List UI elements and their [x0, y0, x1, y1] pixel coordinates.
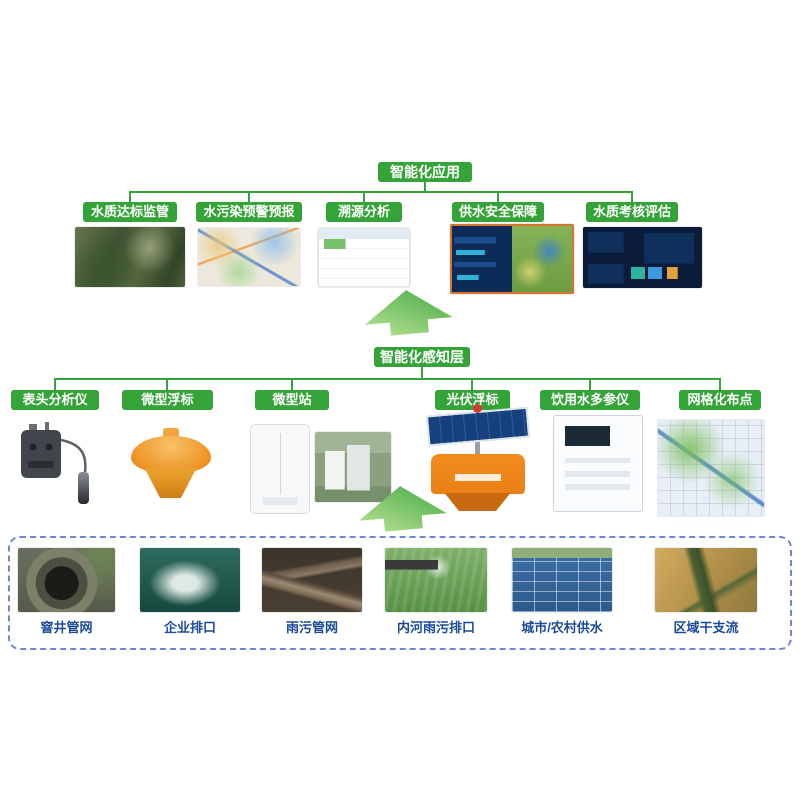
supply-dashboard-left-panel — [452, 226, 512, 292]
buoy-dome — [130, 436, 211, 474]
connector-line — [129, 191, 633, 193]
sense-item-label-micro-station: 微型站 — [255, 390, 329, 410]
buoy-float-body — [430, 454, 525, 494]
buoy-base — [144, 468, 197, 498]
sewage-pipes-photo — [262, 548, 362, 612]
connector-line — [248, 191, 250, 202]
sense-item-label-solar-buoy: 光伏浮标 — [435, 390, 510, 410]
up-arrow-icon — [364, 290, 453, 336]
connector-line — [471, 378, 473, 390]
application-layer-title: 智能化应用 — [378, 162, 472, 182]
up-arrow-icon — [358, 486, 447, 532]
scene-caption-river-basin: 区域干支流 — [673, 620, 739, 635]
buoy-cap — [162, 428, 179, 438]
scene-group-container — [8, 536, 792, 650]
wall-analyzer-device — [553, 415, 643, 512]
connector-line — [497, 191, 499, 202]
connector-line — [291, 378, 293, 390]
sense-item-label-drinking-water-analyzer: 饮用水多参仪 — [540, 390, 640, 410]
connector-line — [424, 182, 426, 191]
analyzer-slot — [564, 457, 630, 464]
analyzer-screen — [564, 425, 611, 447]
grid-map — [658, 420, 764, 516]
connector-line — [166, 378, 168, 390]
connector-line — [421, 367, 423, 378]
scene-caption-enterprise-outlet: 企业排口 — [163, 620, 216, 635]
sense-item-label-micro-buoy: 微型浮标 — [122, 390, 213, 410]
scene-caption-river-outlet: 内河雨污排口 — [396, 620, 475, 635]
scene-caption-manhole: 窨井管网 — [40, 620, 93, 635]
connector-line — [129, 191, 131, 202]
connector-line — [54, 378, 721, 380]
dark-dashboard-screenshot — [583, 227, 702, 288]
solar-buoy-device — [420, 404, 535, 511]
beacon-light — [473, 404, 482, 413]
supply-dashboard-screenshot — [450, 224, 574, 294]
micro-station-site-photo — [315, 432, 391, 502]
app-item-label-pollution-warning: 水污染预警预报 — [196, 202, 302, 222]
sense-item-label-grid-layout: 网格化布点 — [679, 390, 761, 410]
app-item-label-supply-safety: 供水安全保障 — [452, 202, 544, 222]
micro-buoy-device — [128, 428, 213, 498]
city-map-screenshot — [198, 228, 300, 286]
app-item-label-trace-analysis: 溯源分析 — [326, 202, 402, 222]
table-dashboard-screenshot — [318, 228, 410, 287]
manhole-photo — [18, 548, 115, 612]
sense-item-label-probe-analyzer: 表头分析仪 — [11, 390, 99, 410]
probe-analyzer-device — [21, 422, 89, 504]
enterprise-outlet-photo — [140, 548, 240, 612]
analyzer-slot — [564, 484, 630, 491]
buoy-mast — [475, 441, 480, 454]
analyzer-slot — [564, 471, 630, 477]
river-outlet-photo — [385, 548, 487, 612]
connector-line — [363, 191, 365, 202]
supply-dashboard-map-panel — [512, 226, 572, 292]
connector-line — [631, 191, 633, 202]
app-item-label-quality-supervision: 水质达标监管 — [83, 202, 177, 222]
water-supply-aerial-photo — [512, 548, 612, 612]
buoy-underwater-skirt — [444, 493, 511, 511]
app-item-label-assessment: 水质考核评估 — [586, 202, 678, 222]
scene-caption-sewage-pipes: 雨污管网 — [285, 620, 338, 635]
scene-caption-water-supply: 城市/农村供水 — [521, 620, 603, 635]
satellite-map-screenshot — [75, 227, 185, 287]
connector-line — [719, 378, 721, 390]
connector-line — [589, 378, 591, 390]
sensing-layer-title: 智能化感知层 — [374, 347, 470, 367]
connector-line — [54, 378, 56, 390]
river-basin-aerial-photo — [655, 548, 757, 612]
micro-station-cabinet — [250, 424, 310, 514]
